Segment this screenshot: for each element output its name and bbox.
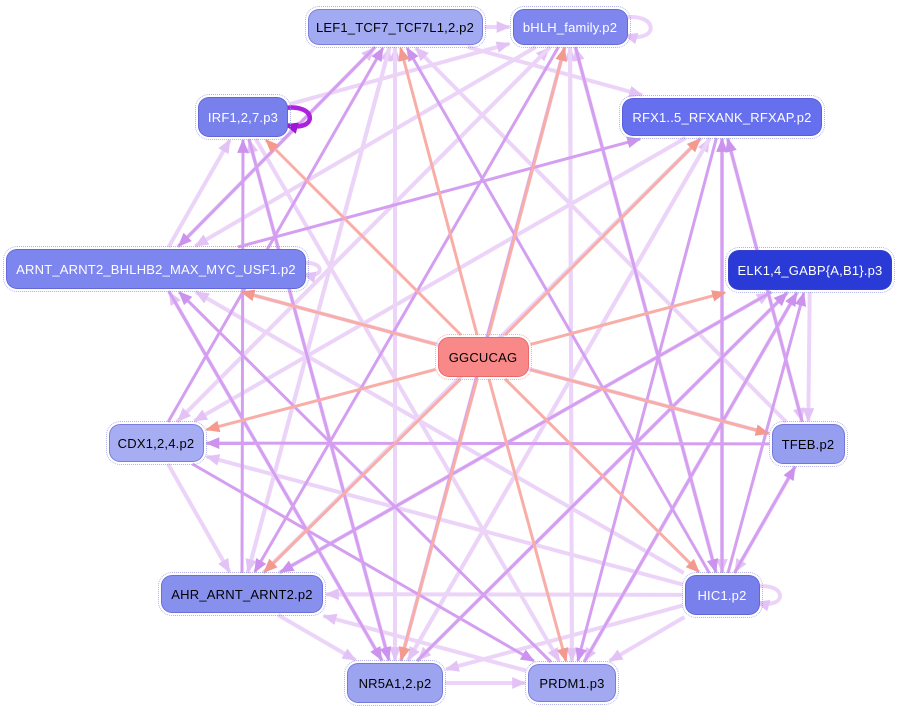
edge-lef1-rfx[interactable] xyxy=(467,45,644,98)
edge-bhlh-arnt[interactable] xyxy=(194,45,537,248)
edge-hic1-cdx[interactable] xyxy=(205,454,684,587)
node-ahr[interactable]: AHR_ARNT_ARNT2.p2 xyxy=(158,572,326,616)
edge-hic1-tfeb[interactable] xyxy=(733,465,797,574)
edge-prdm1-ahr[interactable] xyxy=(322,613,527,673)
node-irf[interactable]: IRF1,2,7.p3 xyxy=(195,94,291,140)
node-label: NR5A1,2.p2 xyxy=(358,675,432,691)
edge-lef1-ahr[interactable] xyxy=(245,46,392,574)
node-label: ARNT_ARNT2_BHLHB2_MAX_MYC_USF1.p2 xyxy=(16,261,296,277)
self-loop-edge-bhlh[interactable] xyxy=(621,15,653,45)
edge-elk-ahr[interactable] xyxy=(279,290,773,574)
edge-irf-prdm1[interactable] xyxy=(254,137,561,663)
edge-ggcucag-rfx[interactable] xyxy=(503,137,702,337)
edge-ahr-nr5a1[interactable] xyxy=(277,613,357,662)
node-label: IRF1,2,7.p3 xyxy=(207,109,279,125)
node-label: TFEB.p2 xyxy=(781,436,835,452)
edge-rfx-cdx[interactable] xyxy=(193,136,687,423)
node-ggcucag[interactable]: GGCUCAG xyxy=(434,334,532,380)
node-label: LEF1_TCF7_TCF7L1,2.p2 xyxy=(315,19,475,35)
edge-bhlh-ahr[interactable] xyxy=(253,46,560,574)
edge-ggcucag-irf[interactable] xyxy=(264,138,463,337)
node-label: bHLH_family.p2 xyxy=(522,19,618,35)
edge-rfx-nr5a1[interactable] xyxy=(406,136,712,662)
edge-ggcucag-lef1[interactable] xyxy=(398,46,479,336)
node-label: ELK1,4_GABP{A,B1}.p3 xyxy=(737,262,883,278)
edge-ggcucag-prdm1[interactable] xyxy=(487,378,569,663)
node-label: HIC1.p2 xyxy=(697,587,747,603)
edge-arnt-nr5a1[interactable] xyxy=(167,290,383,662)
node-tfeb[interactable]: TFEB.p2 xyxy=(768,421,848,467)
edge-tfeb-cdx[interactable] xyxy=(205,437,770,449)
edge-arnt-irf[interactable] xyxy=(166,138,232,248)
node-rfx[interactable]: RFX1..5_RFXANK_RFXAP.p2 xyxy=(619,95,825,139)
edge-ggcucag-cdx[interactable] xyxy=(205,368,436,433)
node-label: PRDM1.p3 xyxy=(539,675,605,691)
edge-hic1-ahr[interactable] xyxy=(324,588,683,601)
self-loop-edge-hic1[interactable] xyxy=(753,584,782,612)
edge-bhlh-prdm1[interactable] xyxy=(566,46,578,663)
node-prdm1[interactable]: PRDM1.p3 xyxy=(525,661,619,705)
node-hic1[interactable]: HIC1.p2 xyxy=(681,572,763,618)
edge-ggcucag-bhlh[interactable] xyxy=(487,46,567,336)
edge-ahr-irf[interactable] xyxy=(237,138,249,574)
node-bhlh[interactable]: bHLH_family.p2 xyxy=(509,6,631,48)
edge-ggcucag-ahr[interactable] xyxy=(263,377,462,574)
edge-hic1-prdm1[interactable] xyxy=(608,615,686,663)
node-lef1[interactable]: LEF1_TCF7_TCF7L1,2.p2 xyxy=(304,6,486,48)
edge-cdx-prdm1[interactable] xyxy=(191,462,535,663)
edge-ggcucag-arnt[interactable] xyxy=(240,289,436,346)
edge-hic1-nr5a1[interactable] xyxy=(444,603,684,672)
node-label: CDX1,2,4.p2 xyxy=(117,435,195,451)
edge-bhlh-cdx[interactable] xyxy=(176,45,552,423)
edge-irf-bhlh[interactable] xyxy=(289,41,511,107)
node-nr5a1[interactable]: NR5A1,2.p2 xyxy=(344,660,446,706)
self-loop-edge-irf[interactable] xyxy=(281,105,312,134)
self-loop-edge-arnt[interactable] xyxy=(299,260,322,283)
node-label: GGCUCAG xyxy=(448,349,518,365)
edge-cdx-ahr[interactable] xyxy=(166,463,232,574)
node-cdx[interactable]: CDX1,2,4.p2 xyxy=(105,421,207,465)
edge-ggcucag-nr5a1[interactable] xyxy=(398,378,479,662)
node-label: AHR_ARNT_ARNT2.p2 xyxy=(171,586,313,602)
edge-ggcucag-hic1[interactable] xyxy=(504,377,700,574)
edge-elk-tfeb[interactable] xyxy=(802,291,815,423)
node-elk[interactable]: ELK1,4_GABP{A,B1}.p3 xyxy=(725,247,895,293)
node-arnt[interactable]: ARNT_ARNT2_BHLHB2_MAX_MYC_USF1.p2 xyxy=(3,246,309,292)
edge-bhlh-hic1[interactable] xyxy=(573,46,719,574)
edge-ggcucag-elk[interactable] xyxy=(530,290,727,346)
edge-hic1-lef1[interactable] xyxy=(405,46,711,574)
node-label: RFX1..5_RFXANK_RFXAP.p2 xyxy=(632,109,812,125)
edge-ggcucag-tfeb[interactable] xyxy=(530,368,770,436)
edge-hic1-arnt[interactable] xyxy=(194,290,685,575)
